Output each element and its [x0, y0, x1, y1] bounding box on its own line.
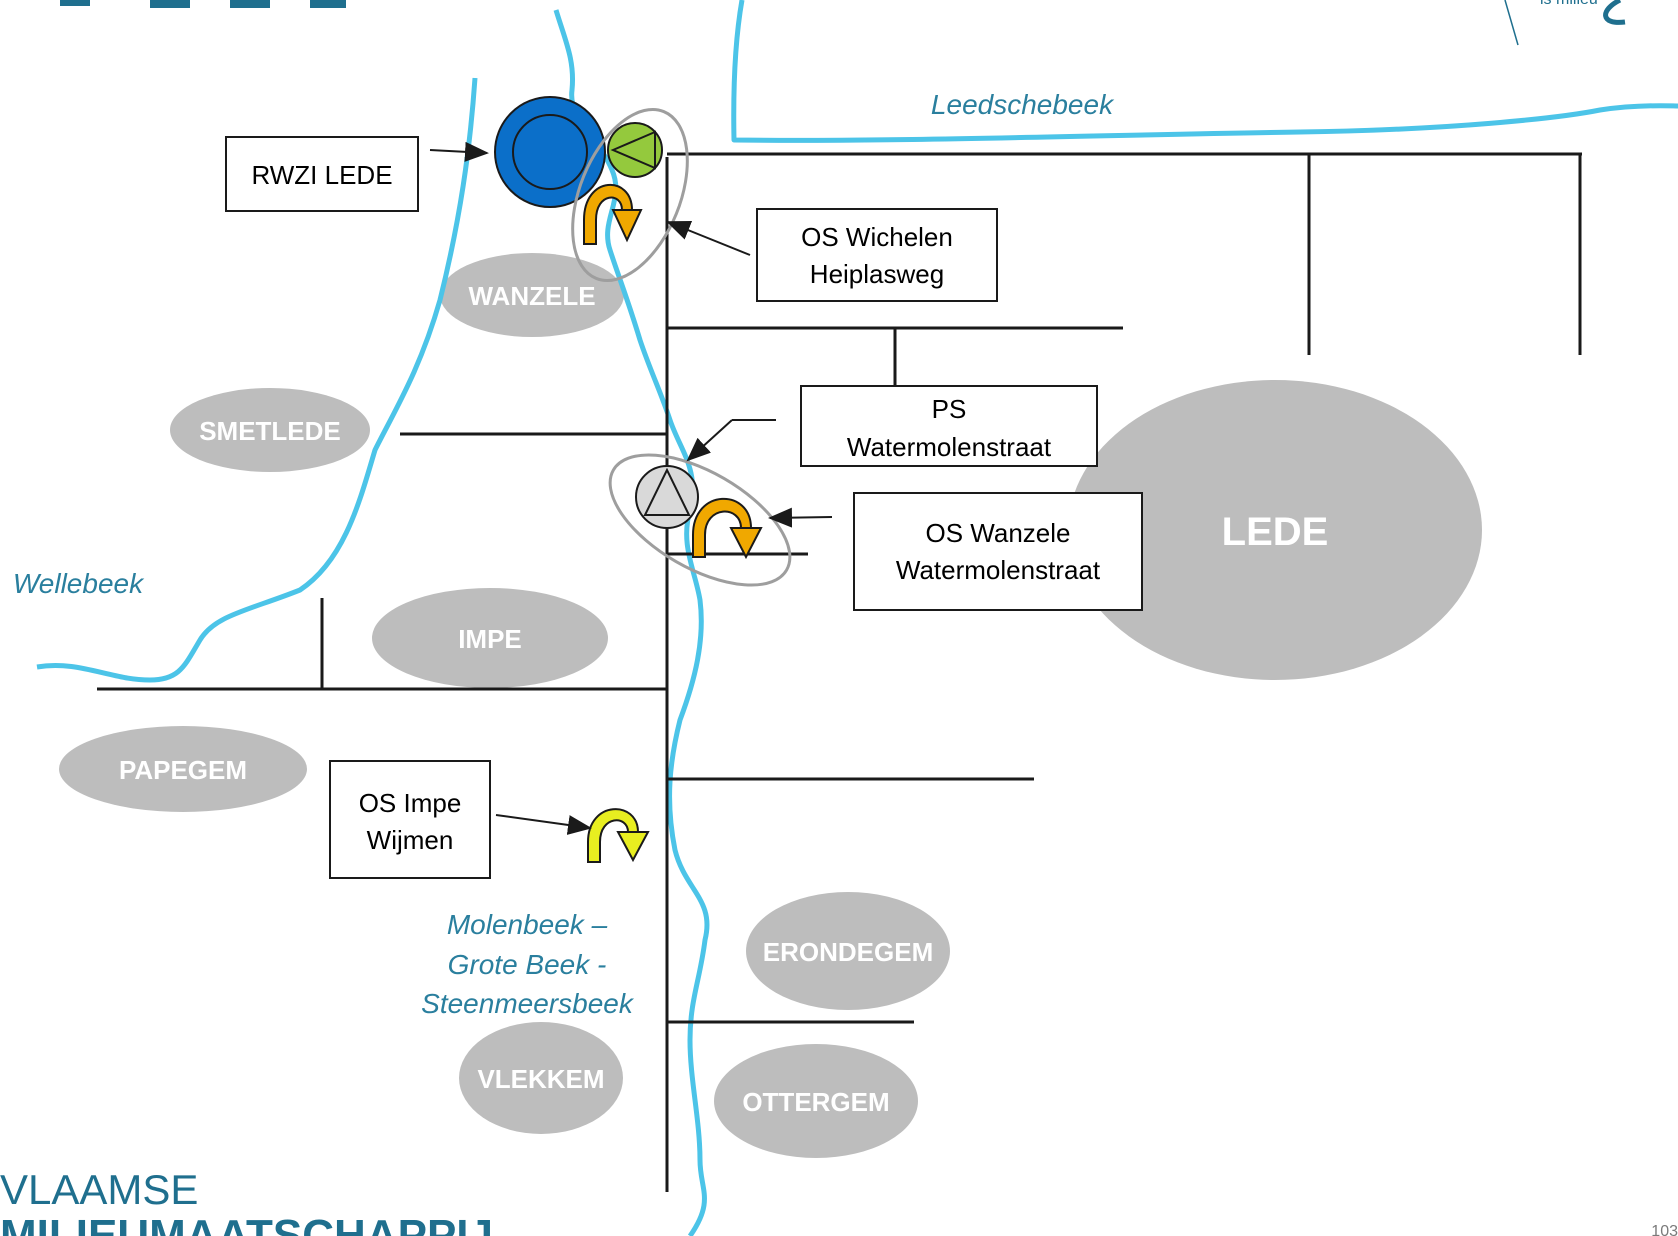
box-os-impe-line2: Wijmen [367, 825, 454, 855]
rwzi-pump-symbol [607, 122, 663, 178]
arrow-os-wanzele [768, 507, 833, 528]
town-ottergem-label: OTTERGEM [742, 1087, 889, 1117]
box-os-wanzele [853, 492, 1143, 611]
rwzi-outer-icon [494, 96, 606, 208]
page-number: 103 [1651, 1223, 1678, 1236]
pump-triangle-icon [643, 467, 691, 516]
sewer-network [97, 152, 1582, 1192]
box-rwzi-line1: RWZI LEDE [251, 160, 392, 190]
rwzi-inner-icon [512, 114, 588, 190]
ps-watermolenstraat-symbol [635, 465, 699, 529]
box-ps-line2: Watermolenstraat [847, 432, 1052, 462]
river-leedschebeek [731, 0, 1678, 143]
town-impe-shape [372, 588, 608, 688]
ps-os-wanzele-highlight [608, 453, 792, 587]
box-ps-watermolenstraat [800, 385, 1098, 467]
box-rwzi [225, 136, 419, 212]
town-impe-label: IMPE [458, 624, 522, 654]
box-os-wanzele-line1: OS Wanzele [926, 518, 1071, 548]
box-os-impe-line1: OS Impe [359, 788, 462, 818]
box-os-impe [329, 760, 491, 879]
pump-triangle-icon [610, 130, 656, 170]
river-label-molenbeek-3: Steenmeersbeek [421, 988, 635, 1019]
os-wichelen-overflow-icon [583, 184, 643, 245]
river-label-molenbeek-2: Grote Beek - [448, 949, 607, 980]
box-os-wichelen-line1: OS Wichelen [801, 222, 953, 252]
town-lede-shape [1068, 380, 1482, 680]
towns [59, 253, 1482, 1158]
box-os-wichelen [756, 208, 998, 302]
box-ps-line1: PS [932, 394, 967, 424]
town-lede-label: LEDE [1222, 510, 1329, 554]
river-label-leedschebeek: Leedschebeek [931, 89, 1115, 120]
title-fragment [60, 0, 346, 8]
town-papegem-label: PAPEGEM [119, 755, 247, 785]
town-erondegem-shape [746, 892, 950, 1010]
arrow-os-wichelen [666, 220, 751, 256]
town-erondegem-label: ERONDEGEM [763, 937, 933, 967]
logo-line2: MILIEUMAATSCHAPPIJ [0, 1211, 493, 1236]
arrow-ps-diag [686, 419, 733, 462]
corner-logo: is milieu [1504, 0, 1626, 46]
box-os-wanzele-line2: Watermolenstraat [896, 555, 1101, 585]
town-wanzele-shape [440, 253, 624, 337]
arrow-os-impe [495, 814, 592, 835]
town-vlekkem-shape [459, 1022, 623, 1134]
town-smetlede-shape [170, 388, 370, 472]
town-wanzele-label: WANZELE [468, 281, 595, 311]
town-ottergem-shape [714, 1044, 918, 1158]
corner-logo-swirl-icon [1603, 0, 1626, 25]
town-papegem-shape [59, 726, 307, 812]
arrow-rwzi [429, 141, 489, 162]
river-label-wellebeek: Wellebeek [13, 568, 145, 599]
os-wichelen-highlight [571, 107, 689, 283]
river-wellebeek [36, 77, 478, 683]
river-molenbeek [553, 9, 710, 1236]
corner-text: is milieu [1540, 0, 1598, 8]
rwzi-lede-symbol [494, 96, 606, 208]
box-os-wichelen-line2: Heiplasweg [810, 259, 944, 289]
os-wanzele-overflow-icon [692, 497, 763, 560]
label-boxes: RWZI LEDE OS Wichelen Heiplasweg PS Wate… [225, 136, 1143, 879]
rivers [36, 0, 1678, 1236]
river-label-molenbeek-1: Molenbeek – [447, 909, 608, 940]
os-impe-overflow-icon [587, 808, 650, 863]
logo-line1: VLAAMSE [0, 1166, 198, 1213]
connector-arrows [429, 141, 833, 835]
town-smetlede-label: SMETLEDE [199, 416, 341, 446]
town-vlekkem-label: VLEKKEM [477, 1064, 604, 1094]
